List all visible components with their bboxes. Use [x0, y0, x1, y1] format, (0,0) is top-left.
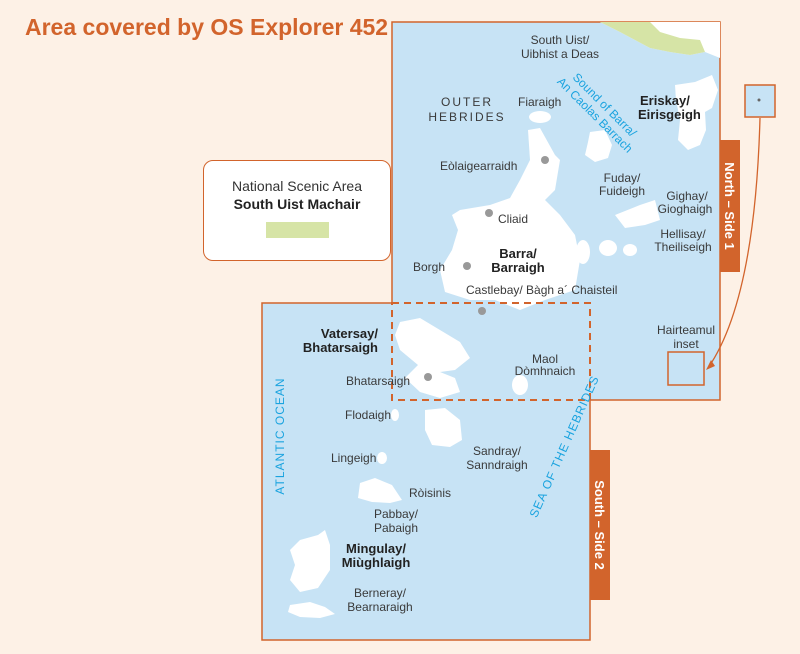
island-eriskay [675, 75, 718, 150]
label-barra: Barra/Barraigh [491, 246, 545, 275]
island-hellisay [615, 200, 660, 228]
island-barra [440, 128, 580, 310]
island-pabbay [358, 478, 402, 503]
label-roisinis: Ròisinis [409, 486, 451, 500]
label-fuday: Fuday/Fuideigh [599, 171, 645, 198]
legend-swatch [265, 222, 329, 238]
island-small [576, 240, 590, 264]
north-tab[interactable] [720, 140, 740, 272]
dashed-overlap-box [391, 302, 591, 401]
label-gighay: Gighay/Gioghaigh [658, 189, 713, 216]
label-mingulay: Mingulay/Miùghlaigh [342, 541, 411, 570]
settlement-dot [541, 156, 549, 164]
legend-box: National Scenic Area South Uist Machair [203, 160, 391, 261]
inset-arrow [707, 117, 761, 369]
label-eolaigearraidh: Eòlaigearraidh [440, 159, 517, 173]
label-borgh: Borgh [413, 260, 445, 274]
label-berneray: Berneray/Bearnaraigh [347, 586, 412, 614]
island-small [599, 240, 617, 256]
legend-area-name: South Uist Machair [233, 196, 361, 212]
scenic-area [600, 22, 705, 55]
label-bhatarsaigh: Bhatarsaigh [346, 374, 410, 388]
label-sandray: Sandray/Sanndraigh [466, 444, 527, 472]
label-eriskay: Eriskay/Eirisgeigh [638, 93, 701, 122]
legend-title: National Scenic Area [232, 178, 362, 194]
island-sandray [425, 408, 462, 447]
island-berneray [288, 602, 335, 618]
island-fuday [585, 130, 612, 162]
north-tab-label: North – Side 1 [722, 162, 737, 249]
label-pabbay: Pabbay/Pabaigh [374, 507, 419, 535]
settlement-dot [485, 209, 493, 217]
island-fiaraigh [529, 111, 551, 123]
label-fiaraigh: Fiaraigh [518, 95, 561, 109]
south-tab[interactable] [590, 450, 610, 600]
settlement-dot [478, 307, 486, 315]
settlement-dot [463, 262, 471, 270]
island-flodaigh [391, 409, 399, 421]
arrow-head-icon [706, 360, 715, 370]
island-small [623, 244, 637, 256]
label-atlantic-ocean: ATLANTIC OCEAN [273, 377, 287, 494]
label-castlebay: Castlebay/ Bàgh a´ Chaisteil [466, 283, 617, 297]
label-hellisay: Hellisay/Theiliseigh [654, 227, 711, 254]
map-title: Area covered by OS Explorer 452 [25, 14, 389, 40]
label-lingeigh: Lingeigh [331, 451, 376, 465]
island-lingeigh [377, 452, 387, 464]
settlement-dot [424, 373, 432, 381]
hairteamul-inset-box [667, 351, 705, 386]
island-maol [512, 375, 528, 395]
south-tab-label: South – Side 2 [592, 480, 607, 570]
island-vatersay [395, 318, 470, 398]
label-vatersay: Vatersay/Bhatarsaigh [303, 326, 379, 355]
label-south-uist: South Uist/Uibhist a Deas [521, 33, 599, 61]
label-flodaigh: Flodaigh [345, 408, 391, 422]
island-mingulay [290, 530, 330, 592]
label-cliaid: Cliaid [498, 212, 528, 226]
hairteamul-dot [757, 98, 761, 102]
